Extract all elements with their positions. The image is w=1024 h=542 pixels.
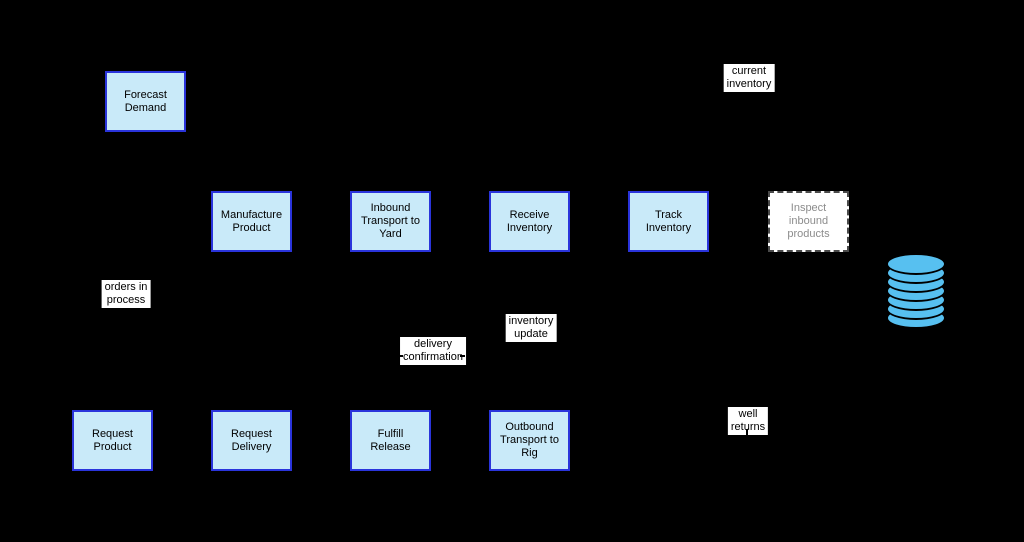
box-label-line: Yard	[379, 228, 402, 240]
flow-label-line: inventory	[508, 315, 554, 327]
box-label-line: Track	[654, 208, 683, 221]
flow-label-line: orders in	[104, 281, 148, 293]
flow-label-line: delivery	[414, 338, 452, 350]
box-label-line: Transport to	[500, 434, 559, 446]
flow-label-line: confirmation	[403, 351, 463, 363]
box-label-line: Demand	[124, 101, 167, 114]
box-label-line: Outbound	[505, 421, 554, 433]
flow-label-line: inventory	[726, 78, 772, 90]
box-label-line: Forecast	[124, 88, 167, 101]
connector-remnant	[153, 288, 159, 290]
box-label-line: Product	[232, 221, 271, 234]
datastore-disk-icon	[886, 253, 946, 275]
connector-remnant	[93, 288, 99, 290]
flow-label-line: process	[106, 294, 146, 306]
box-label-line: Inventory	[506, 221, 553, 234]
box-label-line: Request	[92, 427, 133, 440]
connector-remnant	[398, 355, 403, 357]
box-label-line: Rig	[521, 447, 538, 459]
box-label-line: Fulfill	[377, 427, 404, 440]
box-label-line: products	[787, 228, 830, 240]
connector-remnant	[460, 355, 465, 357]
box-label-line: Delivery	[231, 440, 272, 453]
box-label-line: Transport to	[361, 215, 420, 227]
box-label-line: Request	[231, 427, 272, 440]
box-label-line: inbound	[788, 215, 829, 227]
flow-label-line: current	[731, 65, 767, 77]
connector-remnant	[746, 429, 748, 437]
box-label-line: Product	[93, 440, 132, 453]
flow-label-line: returns	[730, 421, 766, 433]
box-label-line: Receive	[509, 208, 550, 221]
flow-label-line: well	[738, 408, 758, 420]
flow-label-line: update	[514, 328, 548, 340]
box-label-line: Inventory	[645, 221, 692, 234]
box-label-line: Release	[370, 440, 411, 453]
box-label-line: Inbound	[370, 202, 411, 214]
box-label-line: Manufacture	[220, 208, 283, 221]
box-label-line: Inspect	[790, 202, 827, 214]
